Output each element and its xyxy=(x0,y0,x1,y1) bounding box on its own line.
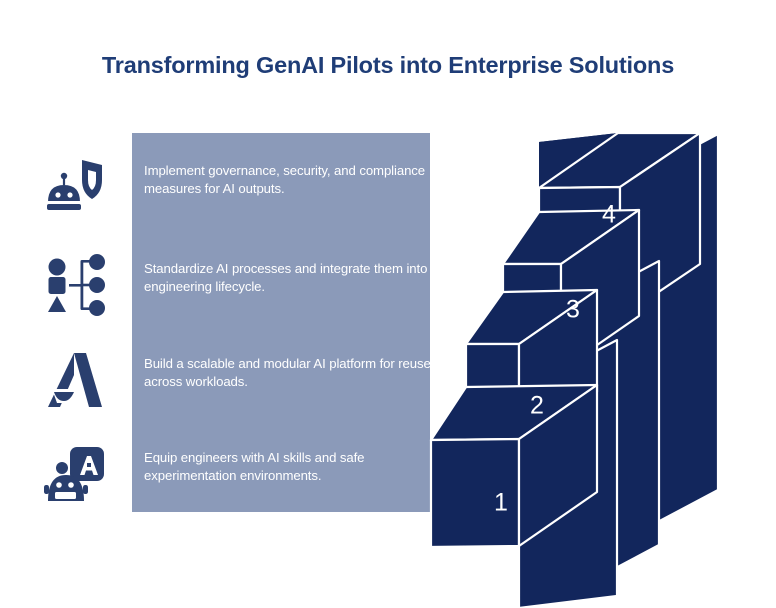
platform-delta-icon xyxy=(40,345,110,415)
step-row-standardization: Standardize AI processes and integrate t… xyxy=(40,248,460,343)
step-description-platform: Build a scalable and modular AI platform… xyxy=(144,356,431,389)
step-row-skills: Equip engineers with AI skills and safe … xyxy=(40,437,460,532)
step-description-standardization: Standardize AI processes and integrate t… xyxy=(144,261,449,294)
step-row-platform: Build a scalable and modular AI platform… xyxy=(40,343,460,438)
step-description-governance: Implement governance, security, and comp… xyxy=(144,163,426,196)
page-title: Transforming GenAI Pilots into Enterpris… xyxy=(101,52,675,78)
step-description-skills: Equip engineers with AI skills and safe … xyxy=(144,450,365,483)
robot-learning-icon xyxy=(40,439,110,509)
content-panel xyxy=(132,133,430,512)
step-row-governance: Implement governance, security, and comp… xyxy=(40,150,460,245)
robot-shield-icon xyxy=(40,152,110,222)
process-standardization-icon xyxy=(40,250,110,320)
